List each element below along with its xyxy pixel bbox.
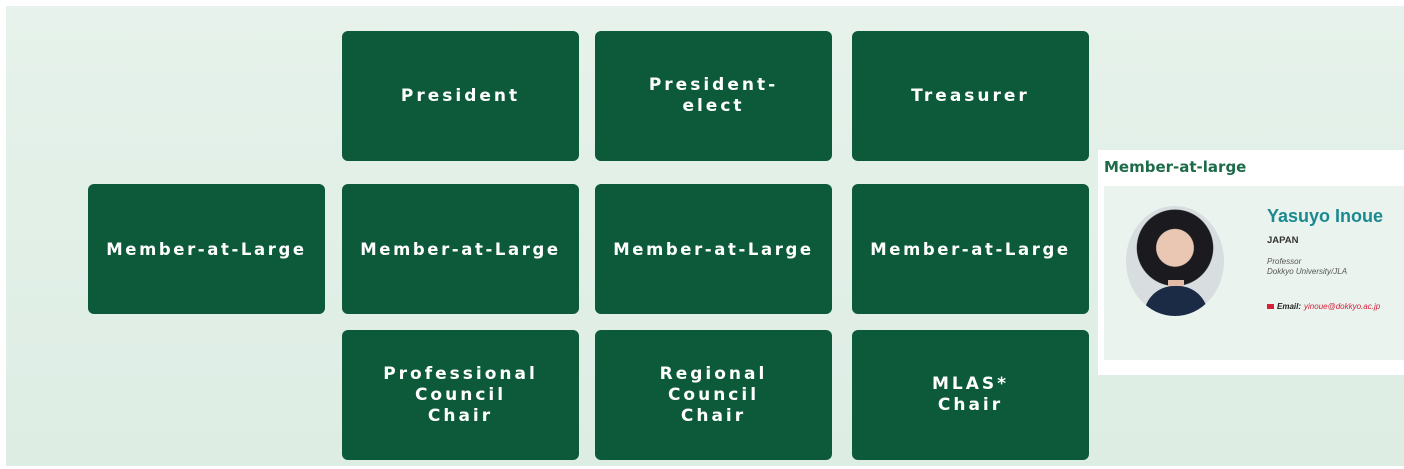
avatar bbox=[1126, 206, 1224, 316]
profile-title: Professor bbox=[1267, 257, 1302, 266]
profile-organization: Dokkyo University/JLA bbox=[1267, 267, 1348, 276]
tile-member-at-large-3-label: Member-at-Large bbox=[613, 239, 814, 259]
tile-president-elect-label: President- elect bbox=[648, 75, 779, 116]
tile-president[interactable]: President bbox=[342, 31, 579, 161]
tile-member-at-large-3[interactable]: Member-at-Large bbox=[595, 184, 832, 314]
profile-card-body: Yasuyo Inoue JAPAN Professor Dokkyo Univ… bbox=[1104, 186, 1404, 360]
profile-country: JAPAN bbox=[1267, 235, 1299, 246]
tile-member-at-large-1-label: Member-at-Large bbox=[106, 239, 307, 259]
profile-email-row: Email: yinoue@dokkyo.ac.jp bbox=[1267, 302, 1380, 311]
tile-treasurer[interactable]: Treasurer bbox=[852, 31, 1089, 161]
tile-member-at-large-2[interactable]: Member-at-Large bbox=[342, 184, 579, 314]
tile-member-at-large-1[interactable]: Member-at-Large bbox=[88, 184, 325, 314]
profile-popup-card: Member-at-large Yasuyo Inoue JAPAN Profe… bbox=[1098, 150, 1404, 375]
profile-name: Yasuyo Inoue bbox=[1267, 206, 1384, 226]
tile-regional-council-chair-label: Regional Council Chair bbox=[659, 363, 768, 426]
tile-professional-council-chair-label: Professional Council Chair bbox=[383, 363, 538, 426]
profile-card-heading: Member-at-large bbox=[1104, 158, 1247, 176]
tile-president-elect[interactable]: President- elect bbox=[595, 31, 832, 161]
tile-professional-council-chair[interactable]: Professional Council Chair bbox=[342, 330, 579, 460]
avatar-shoulders bbox=[1144, 286, 1208, 316]
tile-mlas-chair-label: MLAS* Chair bbox=[931, 374, 1010, 415]
email-link[interactable]: yinoue@dokkyo.ac.jp bbox=[1304, 302, 1381, 311]
envelope-icon bbox=[1267, 304, 1274, 309]
tile-member-at-large-4[interactable]: Member-at-Large bbox=[852, 184, 1089, 314]
tile-member-at-large-4-label: Member-at-Large bbox=[870, 239, 1071, 259]
tile-treasurer-label: Treasurer bbox=[911, 85, 1030, 106]
tile-member-at-large-2-label: Member-at-Large bbox=[360, 239, 561, 259]
tile-president-label: President bbox=[400, 85, 521, 106]
tile-mlas-chair[interactable]: MLAS* Chair bbox=[852, 330, 1089, 460]
profile-role: Professor Dokkyo University/JLA bbox=[1267, 257, 1347, 277]
tile-regional-council-chair[interactable]: Regional Council Chair bbox=[595, 330, 832, 460]
email-label: Email: bbox=[1277, 302, 1302, 311]
